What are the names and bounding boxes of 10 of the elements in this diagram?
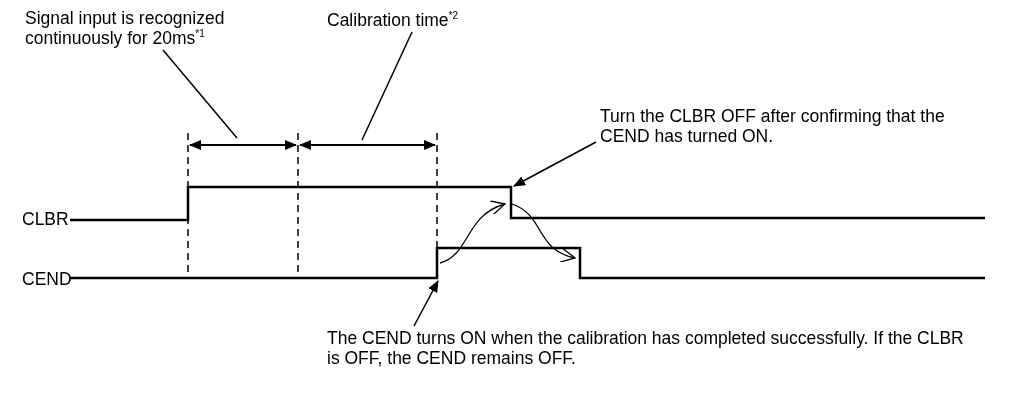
leader-line bbox=[361, 31, 413, 141]
signal-name: CEND bbox=[22, 269, 72, 289]
arrow bbox=[413, 280, 439, 327]
leader-line bbox=[162, 49, 238, 139]
note-text: Turn the CLBR OFF after confirming that the CEND has turned ON. bbox=[600, 106, 998, 146]
note-text: The CEND turns ON when the calibration has completed successfully. If the CLBR is OFF, the CEND remains OFF. bbox=[327, 328, 972, 368]
note-text: Signal input is recognized continuously for 20ms$^{*1}$ bbox=[25, 8, 285, 48]
signal-name: CLBR bbox=[22, 209, 69, 229]
arrow bbox=[513, 141, 597, 187]
note-text: Calibration time$^{*2}$ bbox=[327, 10, 459, 30]
